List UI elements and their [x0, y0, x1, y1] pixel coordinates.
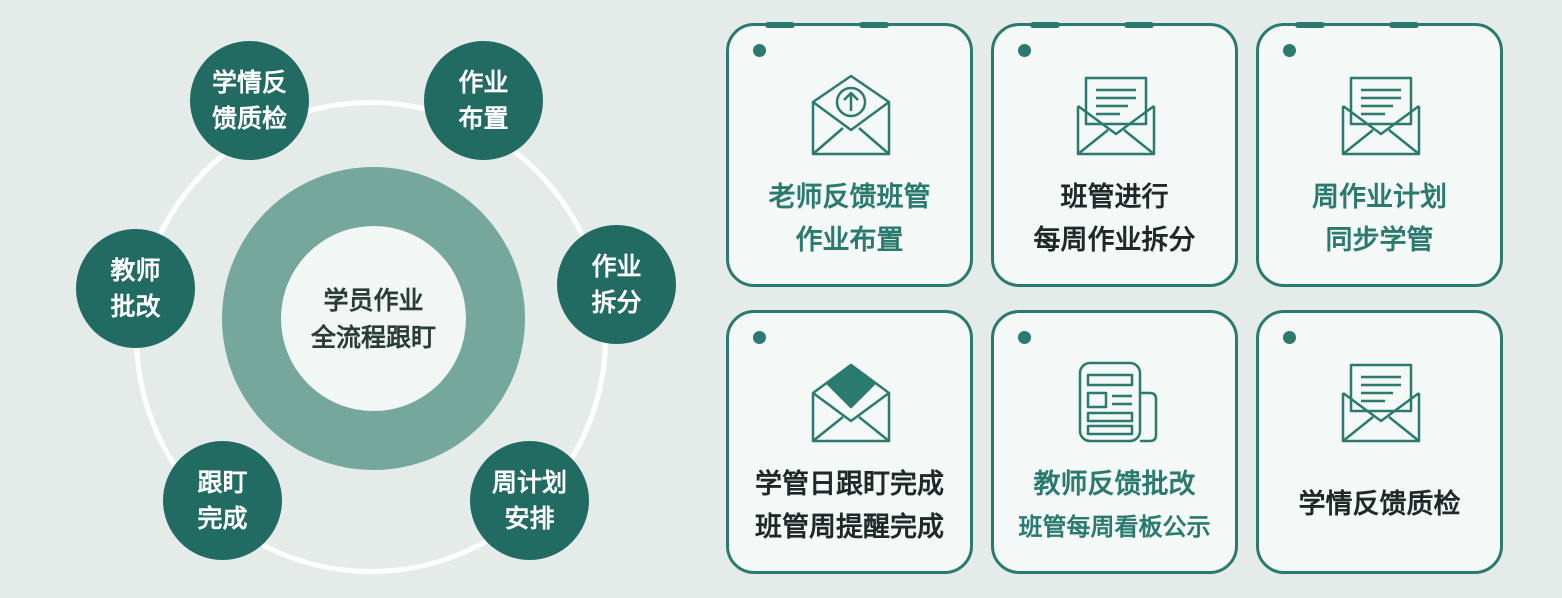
card-tab	[1124, 22, 1154, 28]
newspaper-icon	[1078, 361, 1158, 443]
node-label-line1: 作业	[591, 251, 642, 281]
node-label-line1: 教师	[110, 255, 161, 285]
envelope-upload-icon	[811, 74, 891, 156]
card-daily-followup: 学管日跟盯完成 班管周提醒完成	[726, 310, 973, 574]
node-quality-check: 学情反 馈质检	[190, 41, 309, 160]
card-label-line2: 同步学管	[1325, 225, 1434, 256]
node-follow-up: 跟盯 完成	[163, 441, 282, 560]
node-label-line2: 馈质检	[211, 103, 287, 133]
node-label-line1: 作业	[458, 67, 509, 97]
card-label-line2: 每周作业拆分	[1033, 225, 1196, 256]
card-tab	[859, 22, 889, 28]
card-weekly-split: 班管进行 每周作业拆分	[991, 22, 1238, 287]
card-label-line1: 学情反馈质检	[1298, 489, 1461, 520]
card-teacher-assign: 老师反馈班管 作业布置	[726, 22, 973, 287]
card-label: 教师反馈批改 班管每周看板公示	[994, 463, 1235, 549]
card-label: 学情反馈质检	[1259, 483, 1500, 526]
node-label-line2: 完成	[197, 503, 248, 533]
node-label-line2: 拆分	[591, 287, 642, 317]
card-tab	[1030, 22, 1060, 28]
card-dot	[1018, 44, 1031, 57]
card-dot	[1018, 331, 1031, 344]
card-quality-check: 学情反馈质检	[1256, 310, 1503, 574]
card-label-line1: 教师反馈批改	[1033, 469, 1196, 500]
card-label-line2: 班管周提醒完成	[755, 512, 944, 543]
node-label-line1: 学情反	[211, 67, 287, 97]
card-grading-board: 教师反馈批改 班管每周看板公示	[991, 310, 1238, 574]
card-label-line1: 老师反馈班管	[768, 182, 931, 213]
card-label: 学管日跟盯完成 班管周提醒完成	[729, 463, 970, 549]
card-label-line1: 周作业计划	[1312, 182, 1447, 213]
center-label-line2: 全流程跟盯	[310, 322, 436, 352]
node-homework-split: 作业 拆分	[557, 225, 676, 344]
card-tab	[1295, 22, 1325, 28]
node-homework-assign: 作业 布置	[424, 41, 543, 160]
card-dot	[1283, 44, 1296, 57]
card-label-line1: 学管日跟盯完成	[755, 469, 944, 500]
node-label-line2: 布置	[458, 103, 509, 133]
card-label-line2: 作业布置	[795, 225, 904, 256]
card-dot	[753, 331, 766, 344]
open-envelope-icon	[811, 363, 891, 443]
node-teacher-grading: 教师 批改	[76, 229, 195, 348]
letter-envelope-icon	[1341, 363, 1421, 443]
card-dot	[753, 44, 766, 57]
letter-envelope-icon	[1076, 76, 1156, 156]
workflow-cycle-diagram: 学员作业 全流程跟盯 学情反 馈质检 作业 布置 作业 拆分 周计划 安排 跟盯…	[0, 0, 720, 598]
letter-envelope-icon	[1341, 76, 1421, 156]
card-label: 班管进行 每周作业拆分	[994, 176, 1235, 262]
card-weekly-plan-sync: 周作业计划 同步学管	[1256, 22, 1503, 287]
card-tab	[765, 22, 795, 28]
card-label-line1: 班管进行	[1060, 182, 1169, 213]
center-label-line1: 学员作业	[323, 285, 424, 315]
center-label: 学员作业 全流程跟盯	[281, 226, 466, 411]
node-label-line2: 安排	[504, 503, 555, 533]
card-label: 周作业计划 同步学管	[1259, 176, 1500, 262]
card-label-line2: 班管每周看板公示	[1018, 513, 1211, 541]
node-weekly-plan: 周计划 安排	[470, 441, 589, 560]
card-tab	[1389, 22, 1419, 28]
card-dot	[1283, 331, 1296, 344]
card-label: 老师反馈班管 作业布置	[729, 176, 970, 262]
node-label-line2: 批改	[110, 291, 161, 321]
node-label-line1: 跟盯	[197, 467, 248, 497]
node-label-line1: 周计划	[491, 467, 567, 497]
